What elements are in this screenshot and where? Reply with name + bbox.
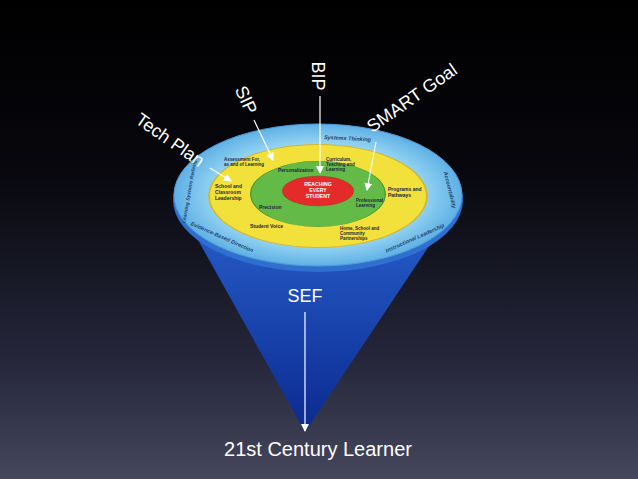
ring-label: Professional Learning	[356, 198, 387, 208]
center-circle: REACHING EVERY STUDENT	[282, 176, 354, 206]
plan-label: SMART Goal	[364, 60, 461, 135]
plan-label: Tech Plan	[132, 110, 207, 170]
ring-label: Student Voice	[250, 224, 283, 230]
ring-label: School and Classroom Leadership	[215, 184, 247, 201]
plan-label: BIP	[309, 61, 327, 90]
ring-label: Curriculum, Teaching and Learning	[326, 157, 366, 173]
center-label: REACHING EVERY STUDENT	[301, 182, 335, 200]
outcome-label: 21st Century Learner	[224, 439, 412, 459]
ring-label: Programs and Pathways	[388, 187, 422, 199]
cone-label: SEF	[287, 287, 322, 305]
outer-ring: Systems ThinkingAccountabilityInstructio…	[173, 122, 463, 272]
green-ring: PersonalizationPrecision Professional Lea…	[250, 161, 386, 227]
ring-label: Precision	[259, 205, 282, 211]
ring-label: Home, School and Community Partnerships	[340, 226, 390, 242]
yellow-ring: Assessment For, as and of Learning Curric…	[208, 144, 428, 248]
ring-label: Assessment For, as and of Learning	[224, 157, 266, 167]
ring-label: Personalization	[278, 168, 313, 174]
plan-label: SIP	[232, 83, 261, 117]
